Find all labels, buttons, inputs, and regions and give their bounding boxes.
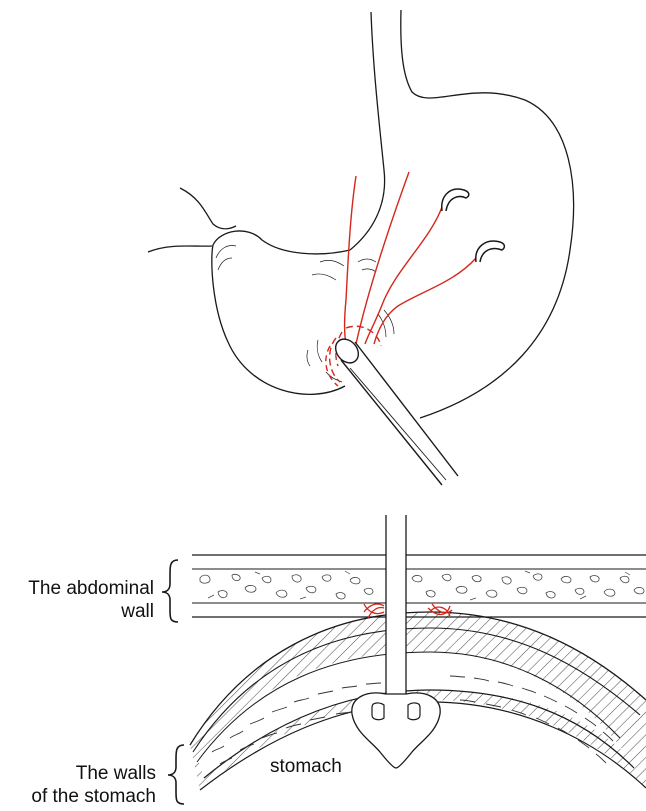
esophagus-left-line	[350, 12, 385, 250]
stomach-walls-label: The walls of the stomach	[4, 762, 156, 808]
gastrostomy-tube	[331, 335, 458, 485]
stomach-walls-label-line-1: The walls	[4, 762, 156, 785]
needle-2-icon	[476, 241, 505, 262]
stomach-walls-brace	[168, 745, 184, 804]
duodenum-line-lower	[148, 246, 212, 252]
needle-1-icon	[442, 189, 469, 211]
esophagus-right-line	[401, 10, 574, 418]
stomach-label: stomach	[270, 755, 342, 778]
abdominal-wall-label-line-2: wall	[4, 600, 154, 623]
abdominal-wall-label-line-1: The abdominal	[4, 577, 154, 600]
suture-needles	[442, 189, 505, 262]
duodenum-line-upper	[180, 188, 236, 229]
abdominal-wall-brace	[162, 560, 178, 622]
suture-thread-4	[374, 258, 476, 344]
suture-thread-1	[345, 176, 357, 344]
abdominal-wall-section	[192, 555, 646, 617]
bumper-hole-right	[408, 703, 420, 720]
suture-thread-3	[365, 207, 442, 344]
abdominal-wall-label: The abdominal wall	[4, 577, 154, 623]
stomach-walls-label-line-2: of the stomach	[4, 785, 156, 808]
internal-bumper	[352, 693, 440, 768]
stomach-lower-line	[212, 231, 350, 394]
bumper-hole-left	[372, 703, 384, 720]
